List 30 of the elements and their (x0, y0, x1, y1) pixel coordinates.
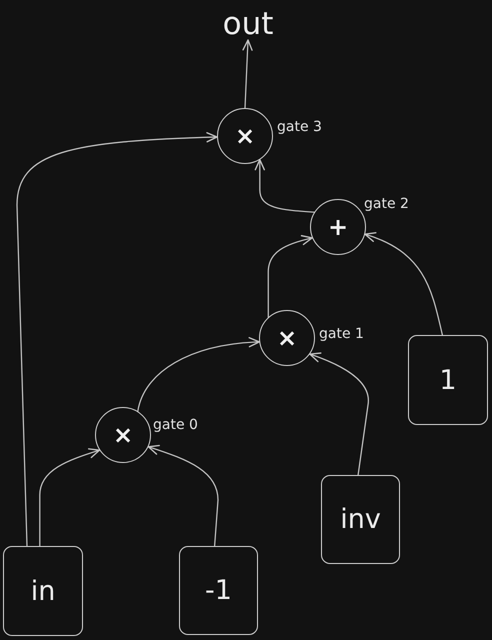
value-label: 1 (439, 366, 457, 394)
operator-circle (95, 407, 151, 463)
operator-symbol: × (276, 326, 298, 350)
operator-circle (310, 199, 366, 255)
arrow (268, 235, 313, 318)
value-label: inv (340, 506, 381, 533)
operator-symbol: + (328, 215, 348, 239)
operator-circle (217, 108, 273, 164)
output-label: out (222, 9, 274, 40)
operator-symbol: × (112, 423, 134, 447)
value-label: -1 (205, 577, 232, 604)
gate-label: gate 2 (364, 196, 409, 213)
value-box (3, 546, 83, 636)
arrow (254, 159, 315, 213)
arrow (148, 444, 219, 547)
arrow (16, 132, 218, 547)
gate-label: gate 0 (153, 417, 198, 434)
arrow (39, 448, 100, 547)
operator-symbol: × (234, 124, 256, 148)
value-box (179, 546, 258, 635)
arrow (364, 232, 443, 336)
gate-label: gate 1 (319, 326, 364, 343)
gate-label: gate 3 (277, 119, 322, 136)
arrow (309, 352, 369, 476)
operator-circle (259, 310, 315, 366)
value-label: in (30, 578, 56, 604)
arrow (137, 337, 260, 412)
value-box (408, 335, 488, 425)
arrow (242, 39, 253, 109)
value-box (321, 475, 400, 564)
